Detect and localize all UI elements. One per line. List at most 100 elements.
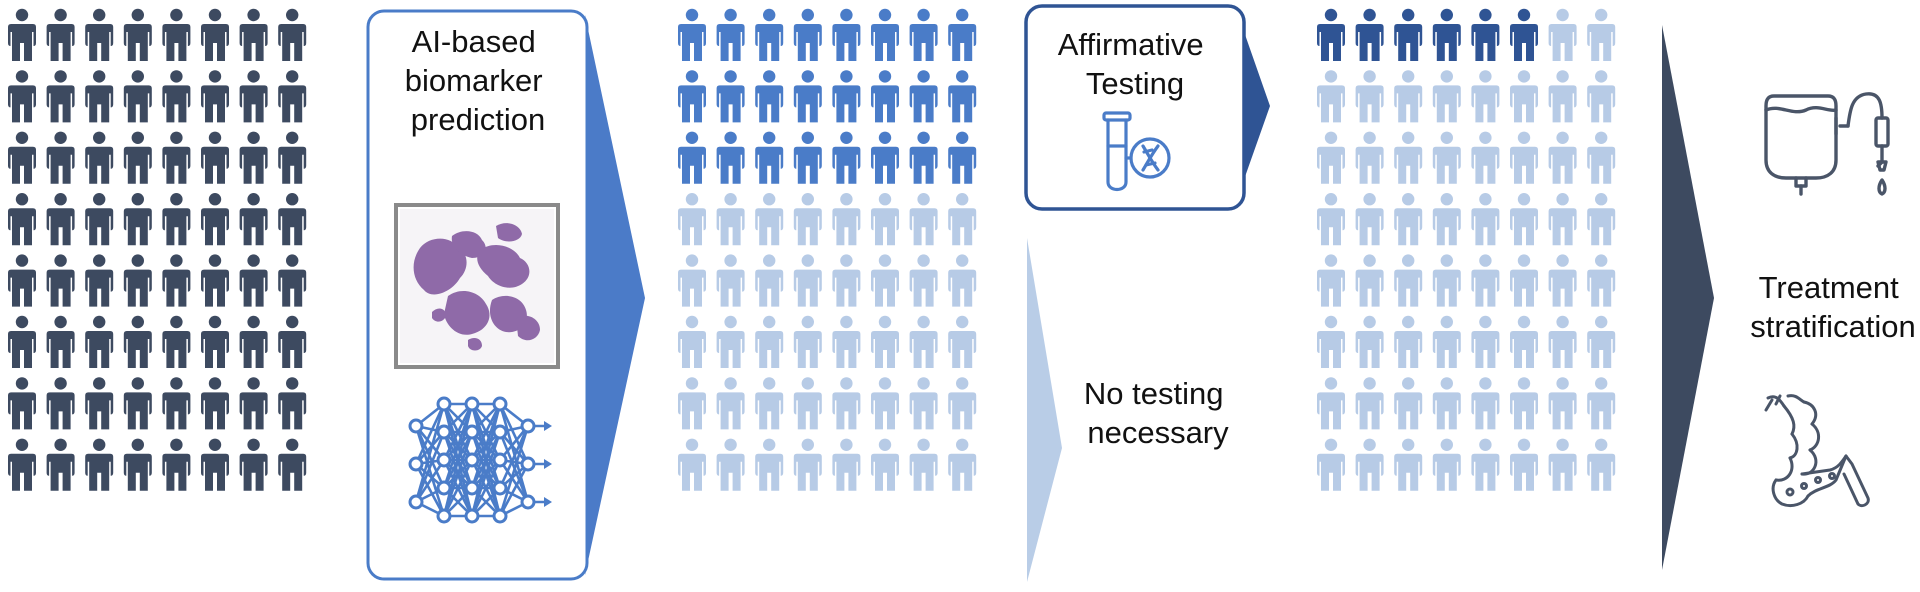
- person-icon: [239, 193, 268, 246]
- person-icon: [755, 377, 784, 430]
- person-icon: [201, 131, 229, 184]
- person-icon: [755, 193, 784, 246]
- confirmed-positive-group: [1317, 8, 1616, 491]
- person-icon: [1548, 193, 1577, 246]
- neural-network-icon: [408, 396, 552, 524]
- person-icon: [46, 315, 75, 368]
- treatment-text: Treatment stratification: [1750, 270, 1915, 344]
- person-icon: [239, 254, 268, 307]
- person-icon: [201, 8, 229, 61]
- person-icon: [1510, 377, 1538, 430]
- person-icon: [8, 315, 36, 368]
- person-icon: [755, 438, 784, 491]
- person-icon: [755, 254, 784, 307]
- person-icon: [1548, 131, 1577, 184]
- person-icon: [948, 315, 977, 368]
- person-icon: [755, 315, 784, 368]
- person-icon: [948, 254, 977, 307]
- person-icon: [1510, 8, 1538, 61]
- person-icon: [162, 315, 191, 368]
- person-icon: [678, 131, 706, 184]
- ai-panel-title-line-1: AI-based: [412, 24, 536, 59]
- person-icon: [278, 8, 307, 61]
- person-icon: [201, 254, 229, 307]
- person-icon: [201, 315, 229, 368]
- person-icon: [278, 131, 307, 184]
- person-icon: [1510, 131, 1538, 184]
- person-icon: [1587, 131, 1616, 184]
- person-icon: [716, 193, 745, 246]
- person-icon: [1510, 254, 1538, 307]
- person-icon: [1317, 254, 1345, 307]
- person-icon: [1394, 193, 1423, 246]
- person-icon: [871, 377, 899, 430]
- no-testing-line-1: No testing: [1084, 376, 1224, 411]
- person-icon: [201, 193, 229, 246]
- person-icon: [1432, 131, 1461, 184]
- person-icon: [46, 254, 75, 307]
- person-icon: [162, 193, 191, 246]
- person-icon: [678, 8, 706, 61]
- person-icon: [832, 254, 861, 307]
- person-icon: [1394, 438, 1423, 491]
- person-icon: [85, 193, 114, 246]
- person-icon: [716, 70, 745, 123]
- ai-panel-title: AI-based biomarker prediction: [405, 24, 551, 137]
- person-icon: [46, 193, 75, 246]
- person-icon: [1394, 70, 1423, 123]
- person-icon: [1355, 193, 1384, 246]
- person-icon: [716, 131, 745, 184]
- person-icon: [46, 70, 75, 123]
- person-icon: [948, 193, 977, 246]
- person-icon: [46, 377, 75, 430]
- person-icon: [8, 131, 36, 184]
- person-icon: [201, 70, 229, 123]
- person-icon: [239, 438, 268, 491]
- person-icon: [123, 377, 152, 430]
- person-icon: [8, 70, 36, 123]
- person-icon: [123, 315, 152, 368]
- person-icon: [716, 438, 745, 491]
- person-icon: [1432, 70, 1461, 123]
- person-icon: [278, 193, 307, 246]
- person-icon: [278, 254, 307, 307]
- person-icon: [278, 377, 307, 430]
- person-icon: [162, 438, 191, 491]
- person-icon: [871, 254, 899, 307]
- person-icon: [1317, 315, 1345, 368]
- treatment-line-2: stratification: [1750, 309, 1915, 344]
- ai-predicted-group: [678, 8, 977, 491]
- person-icon: [123, 193, 152, 246]
- treatment-line-1: Treatment: [1759, 270, 1900, 305]
- person-icon: [8, 193, 36, 246]
- person-icon: [85, 438, 114, 491]
- person-icon: [85, 131, 114, 184]
- person-icon: [1587, 70, 1616, 123]
- person-icon: [678, 70, 706, 123]
- test-tube-dna-icon: [1102, 111, 1171, 192]
- person-icon: [1394, 315, 1423, 368]
- person-icon: [278, 438, 307, 491]
- person-icon: [85, 315, 114, 368]
- person-icon: [793, 438, 822, 491]
- person-icon: [909, 254, 938, 307]
- person-icon: [909, 315, 938, 368]
- person-icon: [1432, 254, 1461, 307]
- person-icon: [716, 315, 745, 368]
- person-icon: [239, 8, 268, 61]
- person-icon: [1548, 8, 1577, 61]
- all-patients-group: [8, 8, 307, 491]
- person-icon: [793, 8, 822, 61]
- person-icon: [1432, 438, 1461, 491]
- person-icon: [123, 70, 152, 123]
- person-icon: [85, 70, 114, 123]
- ai-panel-title-line-3: prediction: [411, 102, 545, 137]
- no-testing-arrow: [1027, 238, 1062, 582]
- person-icon: [678, 377, 706, 430]
- person-icon: [1510, 70, 1538, 123]
- person-icon: [871, 438, 899, 491]
- person-icon: [46, 438, 75, 491]
- person-icon: [909, 377, 938, 430]
- person-icon: [1471, 254, 1500, 307]
- person-icon: [1355, 315, 1384, 368]
